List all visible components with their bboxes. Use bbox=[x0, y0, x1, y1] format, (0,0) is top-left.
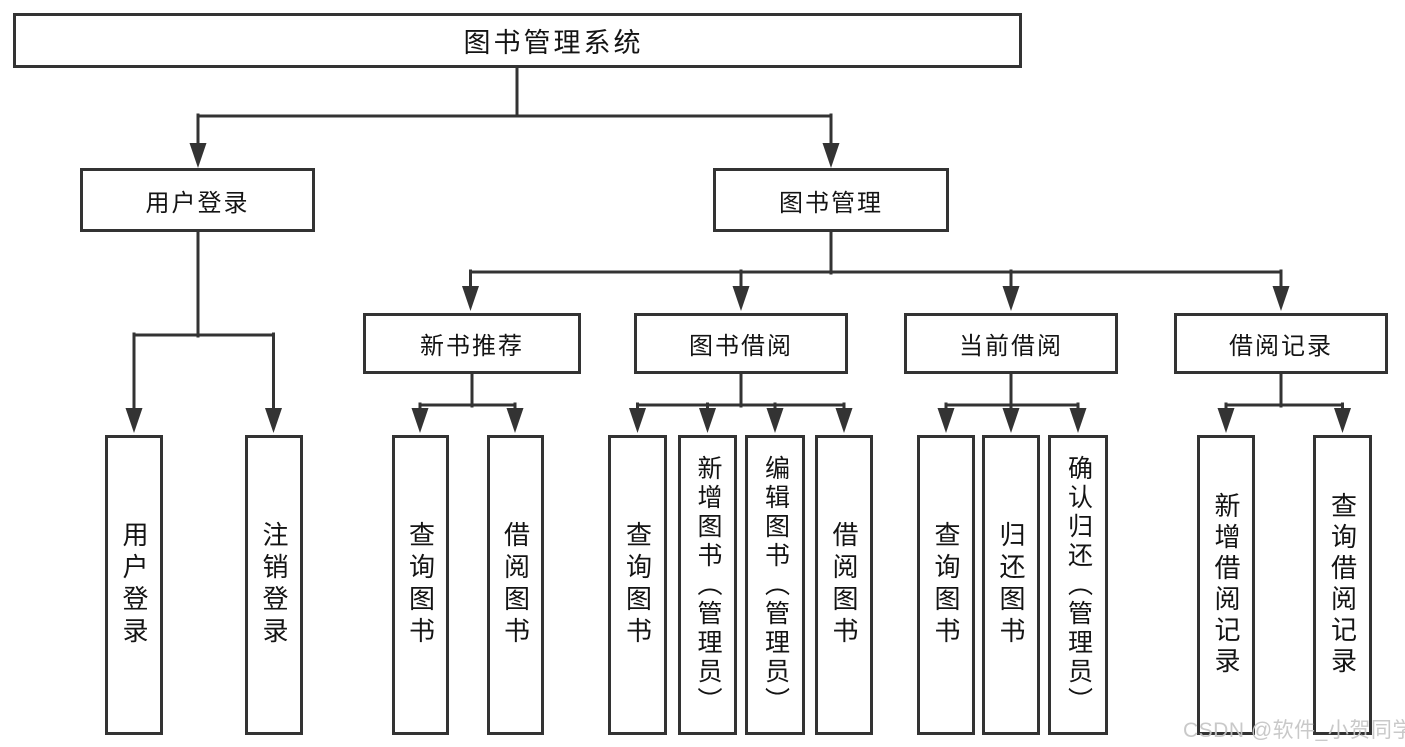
leaf-borrow-books: 借阅图书 bbox=[815, 435, 873, 735]
node-label: 当前借阅 bbox=[959, 333, 1063, 360]
node-label: 查询图书 bbox=[405, 521, 436, 649]
node-label: 借阅记录 bbox=[1229, 333, 1333, 360]
node-label: 借阅图书 bbox=[500, 521, 531, 649]
leaf-user-login: 用户登录 bbox=[105, 435, 163, 735]
node-book-borrow: 图书借阅 bbox=[634, 313, 848, 374]
node-library-management-system: 图书管理系统 bbox=[13, 13, 1022, 68]
node-label: 新增借阅记录 bbox=[1211, 492, 1241, 678]
leaf-query-books-recommend: 查询图书 bbox=[392, 435, 449, 735]
leaf-return-book: 归还图书 bbox=[982, 435, 1040, 735]
csdn-watermark: CSDN @软件_小贺同学 bbox=[1183, 719, 1405, 742]
node-new-book-recommend: 新书推荐 bbox=[363, 313, 581, 374]
node-user-login: 用户登录 bbox=[80, 168, 315, 232]
node-label: 查询借阅记录 bbox=[1327, 492, 1358, 678]
leaf-add-borrow-record: 新增借阅记录 bbox=[1197, 435, 1255, 735]
leaf-logout: 注销登录 bbox=[245, 435, 303, 735]
node-current-borrow: 当前借阅 bbox=[904, 313, 1118, 374]
node-label: 图书管理 bbox=[779, 189, 883, 217]
leaf-query-borrow-record: 查询借阅记录 bbox=[1313, 435, 1372, 735]
node-label: 归还图书 bbox=[996, 521, 1026, 649]
node-label: 图书借阅 bbox=[689, 333, 793, 360]
node-borrow-records: 借阅记录 bbox=[1174, 313, 1388, 374]
leaf-query-books-current: 查询图书 bbox=[917, 435, 975, 735]
node-label: 用户登录 bbox=[119, 521, 149, 649]
node-label: 图书管理系统 bbox=[463, 28, 644, 58]
node-label: 查询图书 bbox=[622, 521, 653, 649]
node-book-management: 图书管理 bbox=[713, 168, 949, 232]
leaf-query-books-borrow: 查询图书 bbox=[608, 435, 667, 735]
leaf-borrow-books-recommend: 借阅图书 bbox=[487, 435, 544, 735]
leaf-confirm-return-admin: 确认归还（管理员） bbox=[1048, 435, 1108, 735]
node-label: 编辑图书（管理员） bbox=[761, 454, 790, 716]
node-label: 用户登录 bbox=[145, 189, 250, 217]
node-label: 新书推荐 bbox=[420, 333, 524, 360]
node-label: 查询图书 bbox=[931, 521, 961, 649]
leaf-edit-book-admin: 编辑图书（管理员） bbox=[745, 435, 805, 735]
node-label: 借阅图书 bbox=[829, 521, 859, 649]
node-label: 确认归还（管理员） bbox=[1064, 454, 1093, 716]
leaf-add-book-admin: 新增图书（管理员） bbox=[678, 435, 737, 735]
node-label: 注销登录 bbox=[259, 521, 289, 649]
node-label: 新增图书（管理员） bbox=[694, 454, 722, 716]
